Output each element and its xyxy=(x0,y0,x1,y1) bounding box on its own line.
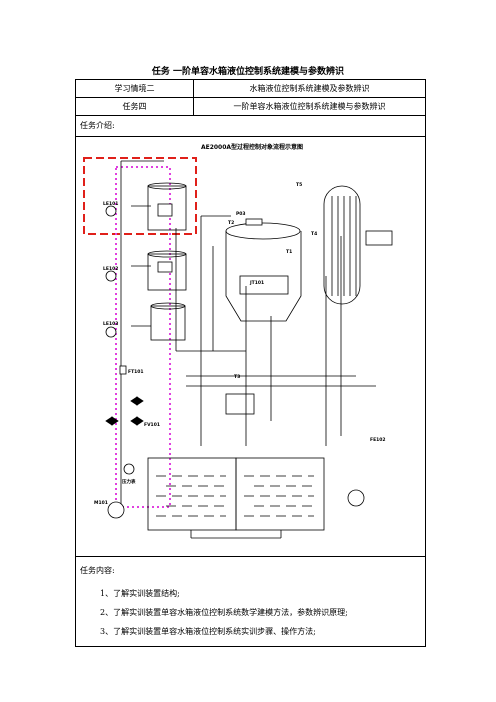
table-cell-label: 任务四 xyxy=(75,97,194,116)
m101-label: M101 xyxy=(94,500,108,506)
table-cell-value: 水箱液位控制系统建模及参数辨识 xyxy=(193,79,426,98)
p03-label: P03 xyxy=(236,211,246,217)
list-item: 3、了解实训装置单容水箱液位控制系统实训步骤、操作方法; xyxy=(100,627,316,636)
diagram-section: AE2000A型过程控制对象流程示意图 xyxy=(75,136,426,557)
ft102-label: FE102 xyxy=(370,437,386,443)
diagram-title: AE2000A型过程控制对象流程示意图 xyxy=(201,143,303,151)
lt102-label: LE102 xyxy=(103,266,118,272)
reservoir-tanks xyxy=(147,457,325,539)
upper-tank-highlight xyxy=(83,157,197,235)
t5-label: T5 xyxy=(296,182,302,188)
control-loop-highlight xyxy=(115,166,171,508)
content-label: 任务内容: xyxy=(80,566,115,575)
lower-tank xyxy=(150,302,186,341)
table-cell-value: 一阶单容水箱液位控制系统建模与参数辨识 xyxy=(193,97,426,116)
process-flow-diagram: AE2000A型过程控制对象流程示意图 xyxy=(83,143,393,539)
lt101-label: LE101 xyxy=(103,201,118,207)
page-title: 任务 一阶单容水箱液位控制系统建模与参数辨识 xyxy=(151,67,345,77)
pressure-gauge-label: 压力表 xyxy=(122,478,136,485)
table-row: 任务四 一阶单容水箱液位控制系统建模与参数辨识 xyxy=(75,97,426,116)
lt103-label: LE103 xyxy=(103,321,118,327)
ft101-label: FT101 xyxy=(128,369,144,375)
t4-label: T4 xyxy=(311,231,317,237)
pump-right xyxy=(347,489,365,507)
intro-label: 任务介绍: xyxy=(80,121,115,130)
list-item: 1、了解实训装置结构; xyxy=(100,589,180,598)
info-table: 学习情境二 水箱液位控制系统建模及参数辨识 任务四 一阶单容水箱液位控制系统建模… xyxy=(75,79,426,116)
heat-exchanger xyxy=(323,185,393,305)
reactor-vessel xyxy=(225,218,302,322)
intro-section: 任务介绍: xyxy=(75,114,426,137)
pump-left xyxy=(107,501,125,519)
t2-label: T2 xyxy=(228,220,234,226)
table-cell-label: 学习情境二 xyxy=(75,79,194,98)
t3-label: T3 xyxy=(234,374,240,380)
middle-tank xyxy=(147,250,187,291)
t1-label: T1 xyxy=(286,249,292,255)
jt101-label: JT101 xyxy=(249,280,264,286)
content-section: 任务内容: 1、了解实训装置结构; 2、了解实训装置单容水箱液位控制系统数学建模… xyxy=(75,556,426,647)
t3-heater xyxy=(225,393,255,415)
table-row: 学习情境二 水箱液位控制系统建模及参数辨识 xyxy=(75,79,426,98)
fv101-label: FV101 xyxy=(144,422,160,428)
list-item: 2、了解实训装置单容水箱液位控制系统数学建模方法，参数辨识原理; xyxy=(100,608,348,617)
upper-tank xyxy=(147,182,187,231)
